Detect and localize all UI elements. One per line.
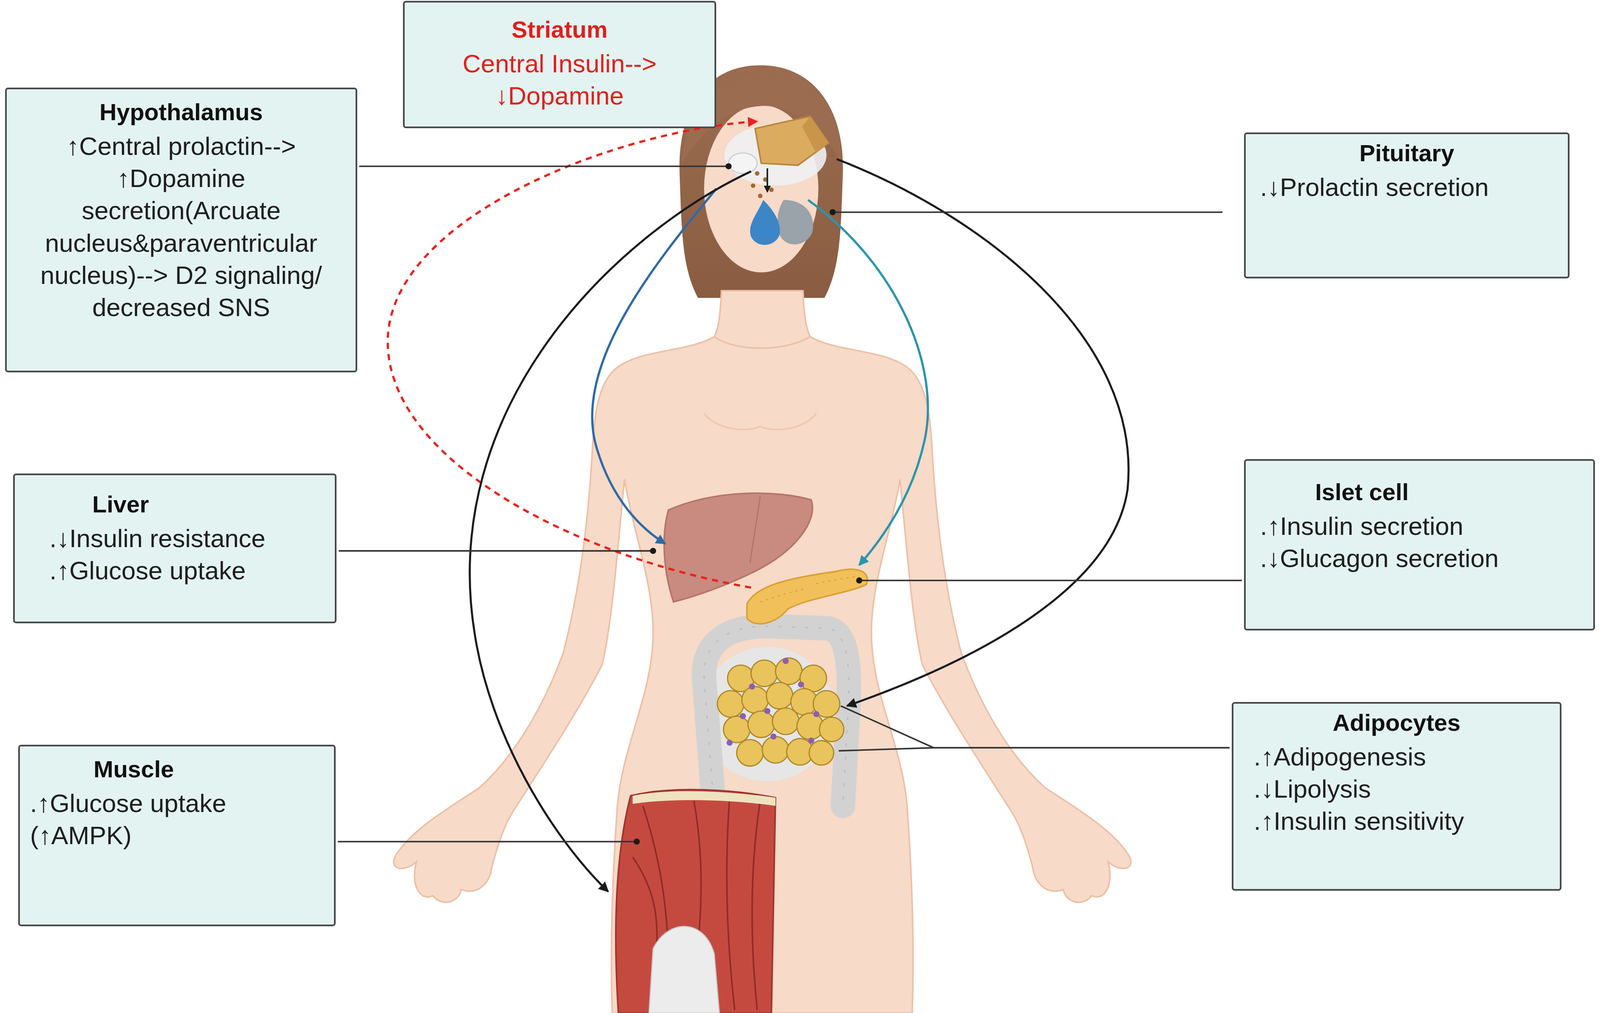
pancreas-texture xyxy=(760,576,860,602)
box-text: ↑Central prolactin--> ↑Dopamine secretio… xyxy=(16,130,346,324)
dot xyxy=(813,711,820,718)
adipocyte xyxy=(819,717,845,743)
dot xyxy=(797,681,804,688)
box-text: .↑Insulin secretion xyxy=(1255,510,1584,543)
box-text: .↓Glucagon secretion xyxy=(1255,542,1584,575)
box-text: .↑Glucose uptake xyxy=(24,554,325,588)
cell-dots xyxy=(726,658,820,746)
leader-dot xyxy=(633,838,640,845)
text-box: Hypothalamus↑Central prolactin--> ↑Dopam… xyxy=(5,87,358,373)
box-text: Central Insulin--> ↓Dopamine xyxy=(414,47,705,113)
box-text: .↓Lipolysis xyxy=(1243,773,1550,806)
dot xyxy=(726,739,733,746)
pancreas xyxy=(747,569,868,624)
small-arrow xyxy=(766,168,769,192)
dot xyxy=(769,187,774,193)
adipocyte xyxy=(742,686,769,714)
leader-dot xyxy=(829,209,836,216)
leader-dot xyxy=(856,577,863,584)
arrow xyxy=(808,200,928,566)
knee xyxy=(648,926,720,1013)
striatum-shape xyxy=(755,116,829,166)
box-heading: Islet cell xyxy=(1255,477,1584,508)
box-heading: Striatum xyxy=(414,14,705,45)
adipocyte xyxy=(813,690,840,718)
leader-line xyxy=(337,841,635,843)
leader-dot xyxy=(650,548,657,555)
leader-line xyxy=(840,706,1230,748)
dot xyxy=(750,183,756,188)
collar-line xyxy=(714,336,811,349)
text-box: Pituitary.↓Prolactin secretion xyxy=(1244,132,1570,279)
adipocyte xyxy=(809,740,834,766)
dot xyxy=(758,193,763,199)
leader-line xyxy=(838,747,934,751)
text-box: Liver.↓Insulin resistance.↑Glucose uptak… xyxy=(13,473,337,624)
leader-dot xyxy=(725,163,732,170)
adipocyte xyxy=(717,690,745,718)
arrow xyxy=(836,159,1129,707)
leader-line xyxy=(359,165,727,168)
pituitary-anterior xyxy=(750,200,780,246)
box-text: .↓Prolactin secretion xyxy=(1255,171,1558,204)
body-silhouette xyxy=(393,290,1132,1013)
box-heading: Liver xyxy=(24,489,325,520)
tendon xyxy=(632,791,776,807)
text-box: Islet cell.↑Insulin secretion.↓Glucagon … xyxy=(1244,459,1595,631)
hypothalamus-shape xyxy=(728,153,758,174)
dot xyxy=(764,708,771,715)
colon xyxy=(703,626,849,812)
striatum-shade xyxy=(802,116,829,154)
text-box: StriatumCentral Insulin--> ↓Dopamine xyxy=(402,0,717,129)
leader-line xyxy=(834,211,1223,214)
box-heading: Pituitary xyxy=(1255,138,1558,169)
dot xyxy=(770,733,777,740)
dot xyxy=(748,683,755,690)
leader-line xyxy=(861,579,1242,582)
box-heading: Adipocytes xyxy=(1243,708,1550,738)
box-text: .↑Insulin sensitivity xyxy=(1243,805,1550,838)
chest-line xyxy=(703,413,817,430)
arrow xyxy=(592,188,717,544)
adipocyte xyxy=(800,665,827,693)
dashed-arrow xyxy=(387,121,758,588)
thigh-muscle xyxy=(615,789,776,1013)
adipocyte xyxy=(775,658,803,685)
dot xyxy=(808,737,814,744)
dot xyxy=(754,171,760,177)
dot xyxy=(782,658,789,665)
adipocyte xyxy=(747,711,775,738)
box-heading: Hypothalamus xyxy=(16,97,346,127)
box-heading: Muscle xyxy=(30,754,324,785)
text-box: Adipocytes.↑Adipogenesis.↓Lipolysis.↑Ins… xyxy=(1231,702,1562,892)
colon-texture xyxy=(703,626,849,812)
adipocyte-cluster xyxy=(717,658,845,767)
arrow xyxy=(469,171,751,892)
dot xyxy=(739,713,746,720)
leader-lines xyxy=(337,166,1242,842)
box-text: .↑Glucose uptake (↑AMPK) xyxy=(30,787,324,853)
adipocyte xyxy=(723,716,751,743)
adipocyte xyxy=(762,736,789,764)
box-text: .↓Insulin resistance xyxy=(24,522,325,555)
adipocyte xyxy=(736,739,764,767)
adipocyte xyxy=(772,708,800,735)
box-text: .↑Adipogenesis xyxy=(1243,741,1550,774)
leader-line xyxy=(338,550,652,552)
leader-dots xyxy=(633,163,863,845)
text-box: Muscle.↑Glucose uptake (↑AMPK) xyxy=(18,744,336,927)
adipocyte xyxy=(750,660,778,687)
liver-lobe-line xyxy=(750,496,761,564)
adipocyte xyxy=(766,682,793,710)
pituitary-posterior xyxy=(777,200,814,245)
